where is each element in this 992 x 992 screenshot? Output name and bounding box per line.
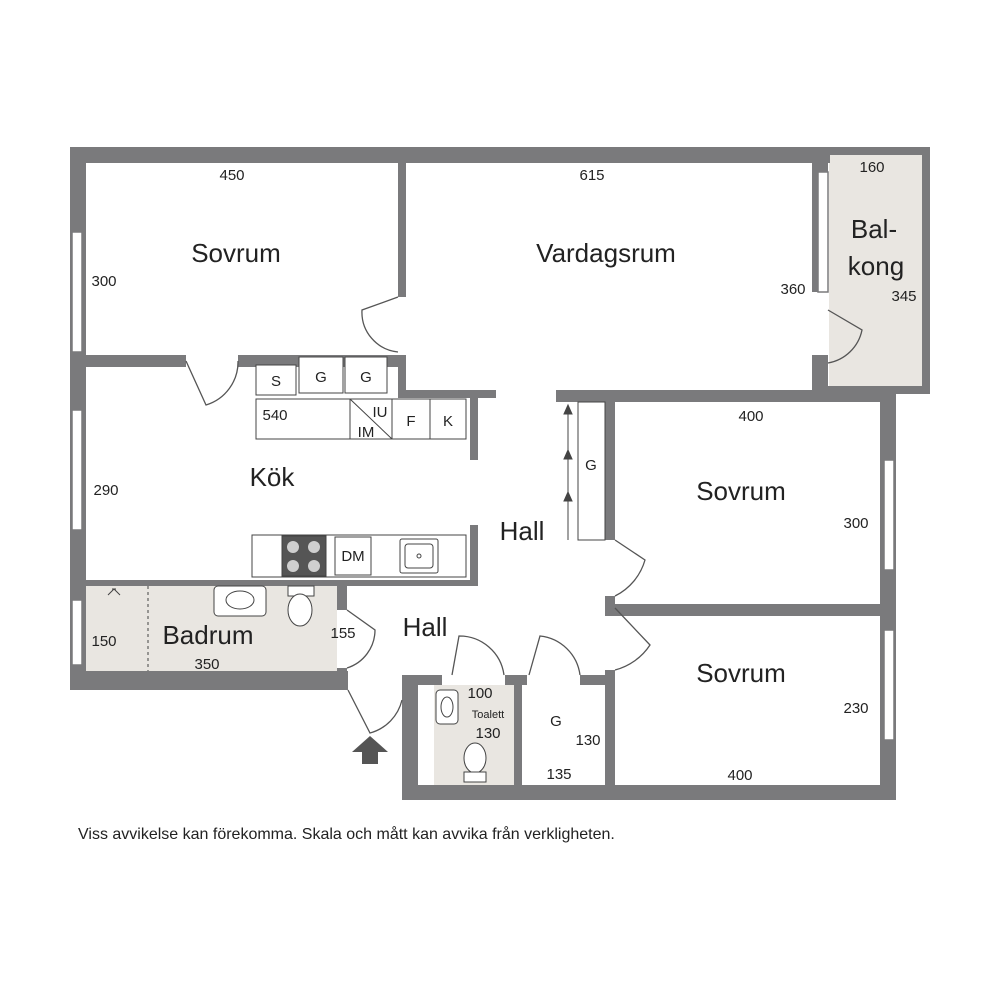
opening-arrows bbox=[563, 403, 573, 540]
room-label-sovrum-1: Sovrum bbox=[191, 238, 281, 268]
kitchen-sink-icon bbox=[404, 543, 434, 569]
stove-icon bbox=[287, 541, 320, 572]
dimension-sovrum-2-width: 400 bbox=[738, 408, 763, 425]
appliance-label-dm: DM bbox=[341, 548, 364, 565]
room-label-hall-lower: Hall bbox=[403, 612, 448, 642]
appliance-label-im: IM bbox=[358, 424, 375, 441]
dimension-sovrum-1-width: 450 bbox=[219, 167, 244, 184]
dimension-badrum-door: 155 bbox=[330, 625, 355, 642]
wardrobe-label-garderob: G bbox=[550, 713, 562, 730]
storage-label-g1: G bbox=[315, 369, 327, 386]
room-label-badrum: Badrum bbox=[162, 620, 253, 650]
entrance-arrow-icon bbox=[352, 736, 388, 764]
doors bbox=[185, 296, 863, 734]
dimension-balkong-depth: 345 bbox=[891, 288, 916, 305]
dimension-toalett-depth: 130 bbox=[475, 725, 500, 742]
disclaimer-text: Viss avvikelse kan förekomma. Skala och … bbox=[78, 826, 615, 843]
hall-wardrobe bbox=[577, 401, 606, 541]
toilet-room-toilet-icon bbox=[463, 742, 487, 783]
room-label-balkong-line1: Bal- bbox=[851, 214, 897, 244]
room-label-toalett: Toalett bbox=[472, 709, 504, 721]
dimension-badrum-depth: 150 bbox=[91, 633, 116, 650]
appliance-label-iu: IU bbox=[373, 404, 388, 421]
appliance-label-f: F bbox=[406, 413, 415, 430]
balcony-floor bbox=[829, 155, 922, 387]
room-label-sovrum-2: Sovrum bbox=[696, 476, 786, 506]
wash-basin-icon bbox=[213, 585, 267, 617]
appliance-label-k: K bbox=[443, 413, 453, 430]
dimension-toalett-width: 100 bbox=[467, 685, 492, 702]
dimension-sovrum-3-depth: 230 bbox=[843, 700, 868, 717]
room-label-hall-upper: Hall bbox=[500, 516, 545, 546]
dimension-sovrum-1-depth: 300 bbox=[91, 273, 116, 290]
toilet-room-basin-icon bbox=[435, 689, 459, 725]
storage-label-s: S bbox=[271, 373, 281, 390]
dimension-garderob-width: 135 bbox=[546, 766, 571, 783]
dimension-sovrum-3-width: 400 bbox=[727, 767, 752, 784]
dimension-badrum-width: 350 bbox=[194, 656, 219, 673]
toilet-icon bbox=[287, 585, 315, 627]
dimension-kok-width: 540 bbox=[262, 407, 287, 424]
dimension-kok-depth: 290 bbox=[93, 482, 118, 499]
dimension-vardagsrum-width: 615 bbox=[579, 167, 604, 184]
room-label-balkong-line2: kong bbox=[848, 251, 904, 281]
kitchen-fixtures bbox=[251, 356, 467, 578]
shower-icon bbox=[107, 588, 121, 596]
windows bbox=[71, 171, 895, 741]
room-label-vardagsrum: Vardagsrum bbox=[536, 238, 676, 268]
storage-label-g2: G bbox=[360, 369, 372, 386]
dimension-sovrum-2-depth: 300 bbox=[843, 515, 868, 532]
wardrobe-label-hall: G bbox=[585, 457, 597, 474]
dimension-vardagsrum-depth: 360 bbox=[780, 281, 805, 298]
dimension-balkong-width: 160 bbox=[859, 159, 884, 176]
room-label-sovrum-3: Sovrum bbox=[696, 658, 786, 688]
dimension-garderob-depth: 130 bbox=[575, 732, 600, 749]
room-label-kok: Kök bbox=[250, 462, 296, 492]
